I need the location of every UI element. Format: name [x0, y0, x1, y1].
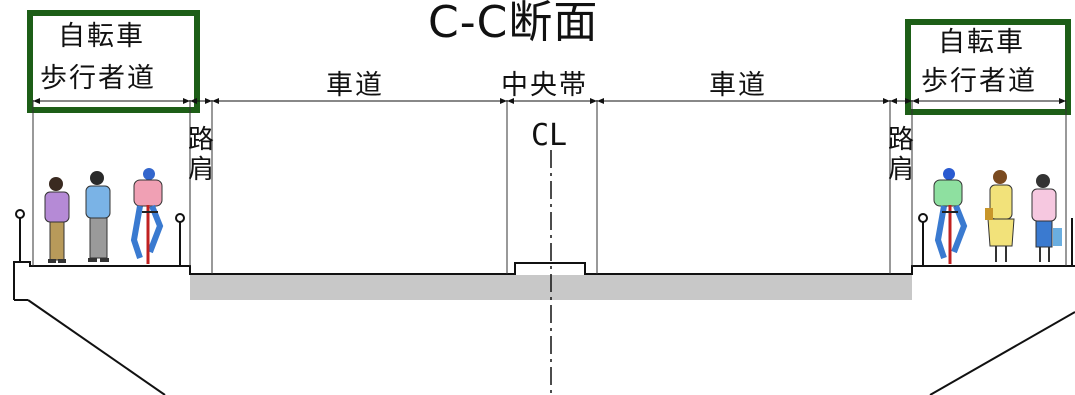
person-pink-icon — [1031, 174, 1062, 262]
diagram-title: C-C断面 — [428, 0, 599, 48]
shoulder-left-char-2: 肩 — [187, 154, 214, 185]
deck-profile — [13, 261, 1075, 300]
person-purple-icon — [44, 177, 70, 263]
railings — [15, 209, 1073, 266]
cyclist-green-icon — [933, 168, 968, 264]
right-highlight-box — [905, 19, 1071, 115]
bike-ped-left-label-1: 自転車 — [58, 21, 145, 52]
median-label: 中央帯 — [501, 70, 588, 101]
centerline-label: CL — [531, 118, 568, 153]
person-blue-icon — [85, 171, 111, 262]
boundary-lines — [32, 100, 1067, 274]
left-girder-line — [27, 299, 166, 395]
dimension-line — [33, 98, 1066, 104]
shoulder-left-char-1: 路 — [187, 125, 214, 155]
left-highlight-box — [27, 10, 200, 113]
person-yellow-icon — [985, 170, 1015, 262]
roadway-left-label: 車道 — [326, 70, 384, 101]
bike-ped-right-label-2: 歩行者道 — [921, 66, 1037, 97]
roadway-right-label: 車道 — [709, 70, 767, 101]
cyclist-pink-icon — [130, 168, 164, 264]
right-girder-line — [929, 311, 1075, 395]
shoulder-right-char-2: 肩 — [887, 154, 914, 185]
shoulder-left-label: 路 肩 — [186, 125, 216, 186]
shoulder-right-char-1: 路 — [887, 125, 914, 155]
shoulder-right-label: 路 肩 — [886, 125, 916, 186]
bike-ped-left-label-2: 歩行者道 — [40, 63, 156, 94]
bike-ped-right-label-1: 自転車 — [938, 27, 1025, 58]
